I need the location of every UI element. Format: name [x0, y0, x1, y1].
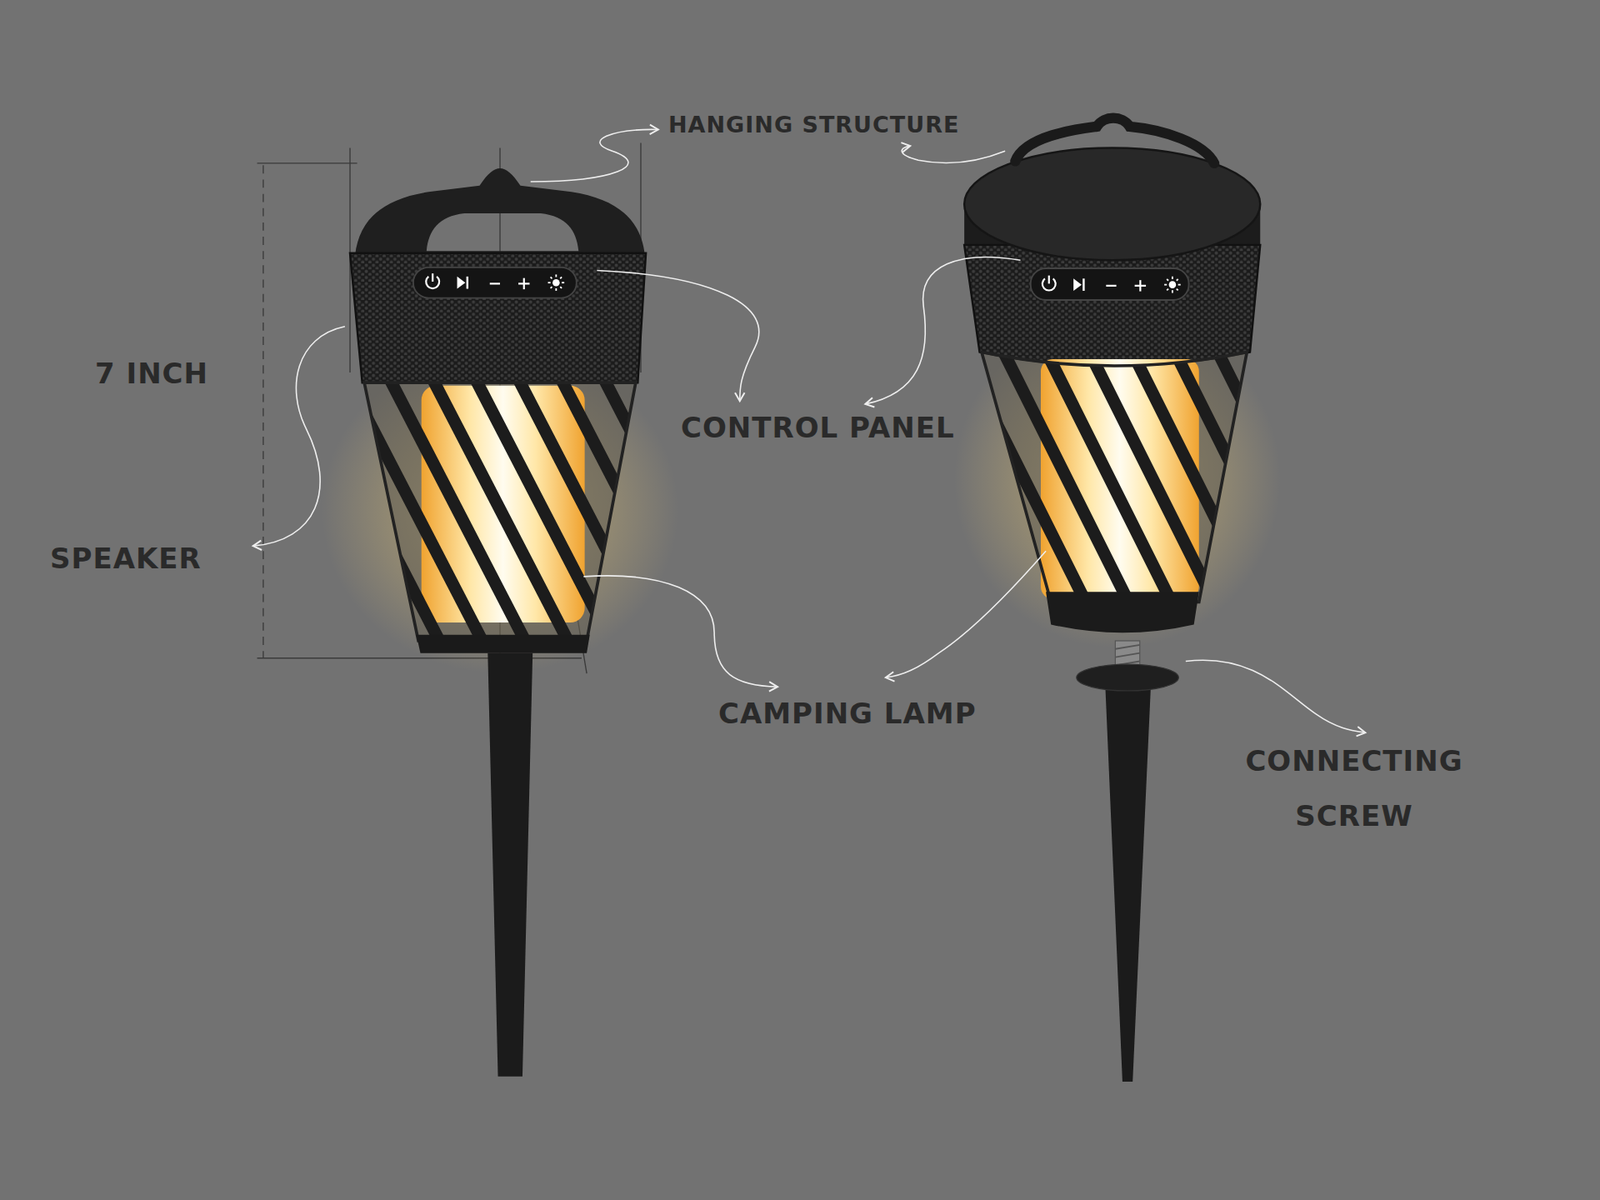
- part-label: HANGING STRUCTURE: [668, 111, 960, 139]
- leader-lines: [253, 129, 1366, 733]
- lamp-perspective-view: [867, 118, 1354, 1082]
- part-label: SPEAKER: [50, 541, 202, 576]
- lamp-front-view: [255, 168, 751, 1077]
- part-label: CONNECTING SCREW: [1200, 733, 1509, 844]
- part-label: CAMPING LAMP: [718, 696, 977, 731]
- part-label: 7 INCH: [95, 356, 209, 391]
- part-label: CONTROL PANEL: [680, 410, 955, 445]
